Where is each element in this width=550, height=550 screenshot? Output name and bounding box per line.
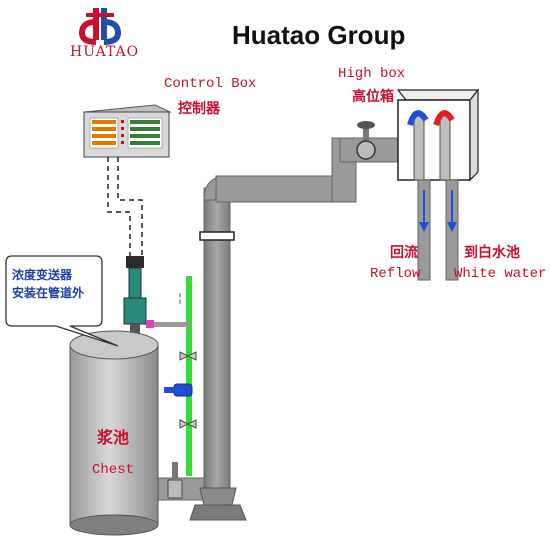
high-box-label-cn: 高位箱 [352,89,394,105]
white-water-label-en: White water [454,266,547,282]
reflow-label-cn: 回流 [390,245,418,261]
logo-text: HUATAO [70,44,140,60]
chest-label-cn: 浆池 [97,428,130,447]
control-box-label-cn: 控制器 [178,101,220,117]
reflow-label-en: Reflow [370,266,421,282]
page-title: Huatao Group [232,20,406,50]
callout-line-1: 浓度变送器 [12,268,73,282]
transmitter-callout [5,255,119,347]
concentration-transmitter [123,256,154,338]
chest-label-en: Chest [92,462,135,478]
transmitter-callout-text: 浓度变送器 安装在管道外 [12,266,100,302]
callout-line-2: 安装在管道外 [12,286,85,300]
high-box [396,88,480,281]
huatao-hb-logo-icon [78,8,122,45]
pump-valve-icon [167,462,183,499]
svg-text:¦: ¦ [178,291,182,305]
white-water-label-cn: 到白水池 [464,245,520,261]
signal-lines [107,157,143,258]
bypass-valve-icons: ¦ [164,291,197,429]
control-box-label-en: Control Box [164,76,257,92]
green-bypass-line [148,276,192,476]
control-box [83,104,172,158]
high-box-label-en: High box [338,66,406,82]
high-box-valve-icon [356,121,376,160]
